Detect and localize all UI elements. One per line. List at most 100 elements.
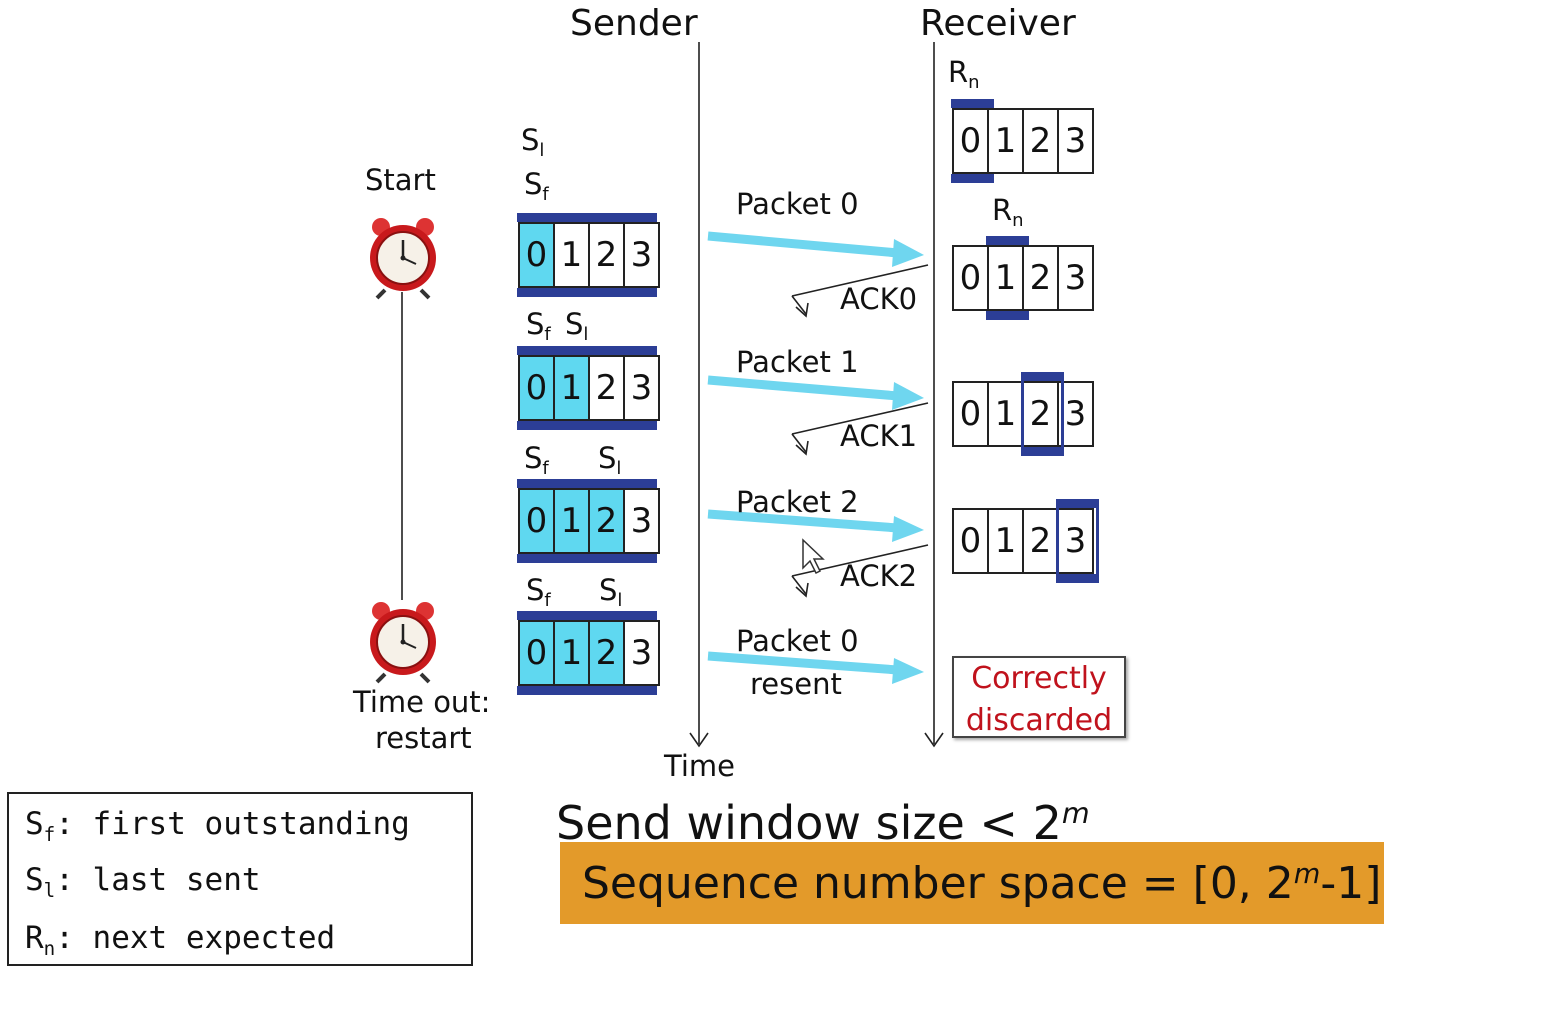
ack1-label: ACK1	[840, 419, 918, 453]
sf-marker-w1: Sf	[524, 167, 549, 206]
send-window-bar	[517, 213, 657, 222]
seq-cell: 1	[987, 245, 1024, 311]
seq-cell: 3	[623, 488, 660, 554]
receive-window-bar	[1056, 499, 1099, 508]
seq-cell: 2	[588, 355, 625, 421]
sf-marker-w2: Sf	[526, 307, 551, 346]
sl-marker-w4: Sl	[599, 573, 623, 612]
sender-window-3: 0 1 2 3	[518, 488, 660, 554]
send-window-bar	[517, 554, 657, 563]
send-window-bar	[517, 611, 657, 620]
send-window-bar	[517, 346, 657, 355]
seq-cell: 1	[987, 508, 1024, 574]
legend-row-sf: Sf: first outstanding	[25, 806, 410, 846]
legend-box: Sf: first outstanding Sl: last sent Rn: …	[7, 792, 473, 966]
window-size-condition: Send window size < 2m	[556, 796, 1090, 850]
send-window-bar	[517, 479, 657, 488]
seq-cell: 2	[1022, 245, 1059, 311]
seq-cell: 0	[518, 222, 555, 288]
packet0-arrow	[707, 231, 924, 267]
ack0-label: ACK0	[840, 282, 918, 316]
receive-window-bar	[986, 236, 1029, 245]
seq-cell: 3	[1057, 245, 1094, 311]
rn-marker-r1: Rn	[948, 55, 980, 94]
packet0-resent-arrow	[707, 651, 924, 684]
receive-window-frame	[1056, 508, 1099, 574]
sl-marker-w3: Sl	[598, 441, 622, 480]
seq-cell: 3	[623, 222, 660, 288]
sender-time-arrowhead	[689, 732, 709, 748]
seq-cell: 0	[518, 355, 555, 421]
seq-cell: 1	[553, 620, 590, 686]
timeout-clock-icon	[370, 602, 436, 684]
seq-cell: 0	[952, 108, 989, 174]
seq-cell: 0	[518, 620, 555, 686]
receiver-header: Receiver	[920, 3, 1076, 44]
sender-header: Sender	[570, 3, 698, 44]
receive-window-bar	[951, 174, 994, 183]
mouse-cursor-icon	[802, 538, 825, 575]
receive-window-bar	[951, 99, 994, 108]
time-label: Time	[664, 749, 735, 783]
receiver-window-2: 0 1 2 3	[952, 245, 1094, 311]
sl-marker-w2: Sl	[565, 307, 589, 346]
receiver-window-3: 0 1 2 3	[952, 381, 1094, 447]
seq-cell: 0	[952, 245, 989, 311]
packet0-resent-label: Packet 0	[736, 624, 859, 658]
send-window-bar	[517, 421, 657, 430]
seq-cell: 2	[588, 222, 625, 288]
start-label: Start	[365, 163, 436, 197]
ack1-arrow	[791, 402, 929, 456]
seq-cell: 3	[1057, 108, 1094, 174]
seq-cell: 1	[987, 381, 1024, 447]
seq-cell: 0	[518, 488, 555, 554]
packet2-arrow	[707, 509, 924, 542]
ack2-label: ACK2	[840, 559, 918, 593]
seq-cell: 3	[623, 620, 660, 686]
send-window-bar	[517, 288, 657, 297]
seq-cell: 3	[1057, 508, 1094, 574]
receiver-time-arrowhead	[924, 732, 944, 748]
seq-cell: 2	[1022, 381, 1059, 447]
receive-window-bar	[1021, 447, 1064, 456]
receive-window-frame	[1021, 381, 1064, 447]
discarded-line-1: Correctly	[971, 661, 1107, 696]
sf-marker-w4: Sf	[526, 573, 551, 612]
resent-label: resent	[750, 667, 842, 701]
restart-label: restart	[375, 721, 472, 755]
seq-cell: 1	[553, 355, 590, 421]
receiver-window-4: 0 1 2 3	[952, 508, 1094, 574]
seq-cell: 3	[623, 355, 660, 421]
discarded-line-2: discarded	[965, 703, 1113, 738]
sequence-space-banner: Sequence number space = [0, 2m-1]	[560, 842, 1384, 924]
seq-cell: 1	[553, 222, 590, 288]
start-clock-icon	[370, 218, 436, 300]
seq-cell: 2	[1022, 108, 1059, 174]
legend-row-sl: Sl: last sent	[25, 862, 261, 902]
seq-cell: 1	[987, 108, 1024, 174]
legend-row-rn: Rn: next expected	[25, 920, 336, 960]
sender-window-4: 0 1 2 3	[518, 620, 660, 686]
seq-cell: 0	[952, 508, 989, 574]
ack0-arrow	[791, 264, 929, 318]
seq-cell: 2	[588, 488, 625, 554]
packet1-label: Packet 1	[736, 345, 859, 379]
packet2-label: Packet 2	[736, 485, 859, 519]
seq-cell: 2	[1022, 508, 1059, 574]
packet0-label: Packet 0	[736, 187, 859, 221]
send-window-bar	[517, 686, 657, 695]
seq-cell: 1	[553, 488, 590, 554]
rn-marker-r2: Rn	[992, 193, 1024, 232]
timeout-label: Time out:	[353, 685, 491, 719]
receiver-window-1: 0 1 2 3	[952, 108, 1094, 174]
sl-marker-w1: Sl	[521, 123, 545, 162]
packet1-arrow	[707, 375, 924, 410]
sender-window-2: 0 1 2 3	[518, 355, 660, 421]
sender-window-1: 0 1 2 3	[518, 222, 660, 288]
sf-marker-w3: Sf	[524, 441, 549, 480]
seq-cell: 2	[588, 620, 625, 686]
discarded-note: Correctly discarded	[952, 656, 1126, 738]
seq-cell: 0	[952, 381, 989, 447]
receive-window-bar	[986, 311, 1029, 320]
